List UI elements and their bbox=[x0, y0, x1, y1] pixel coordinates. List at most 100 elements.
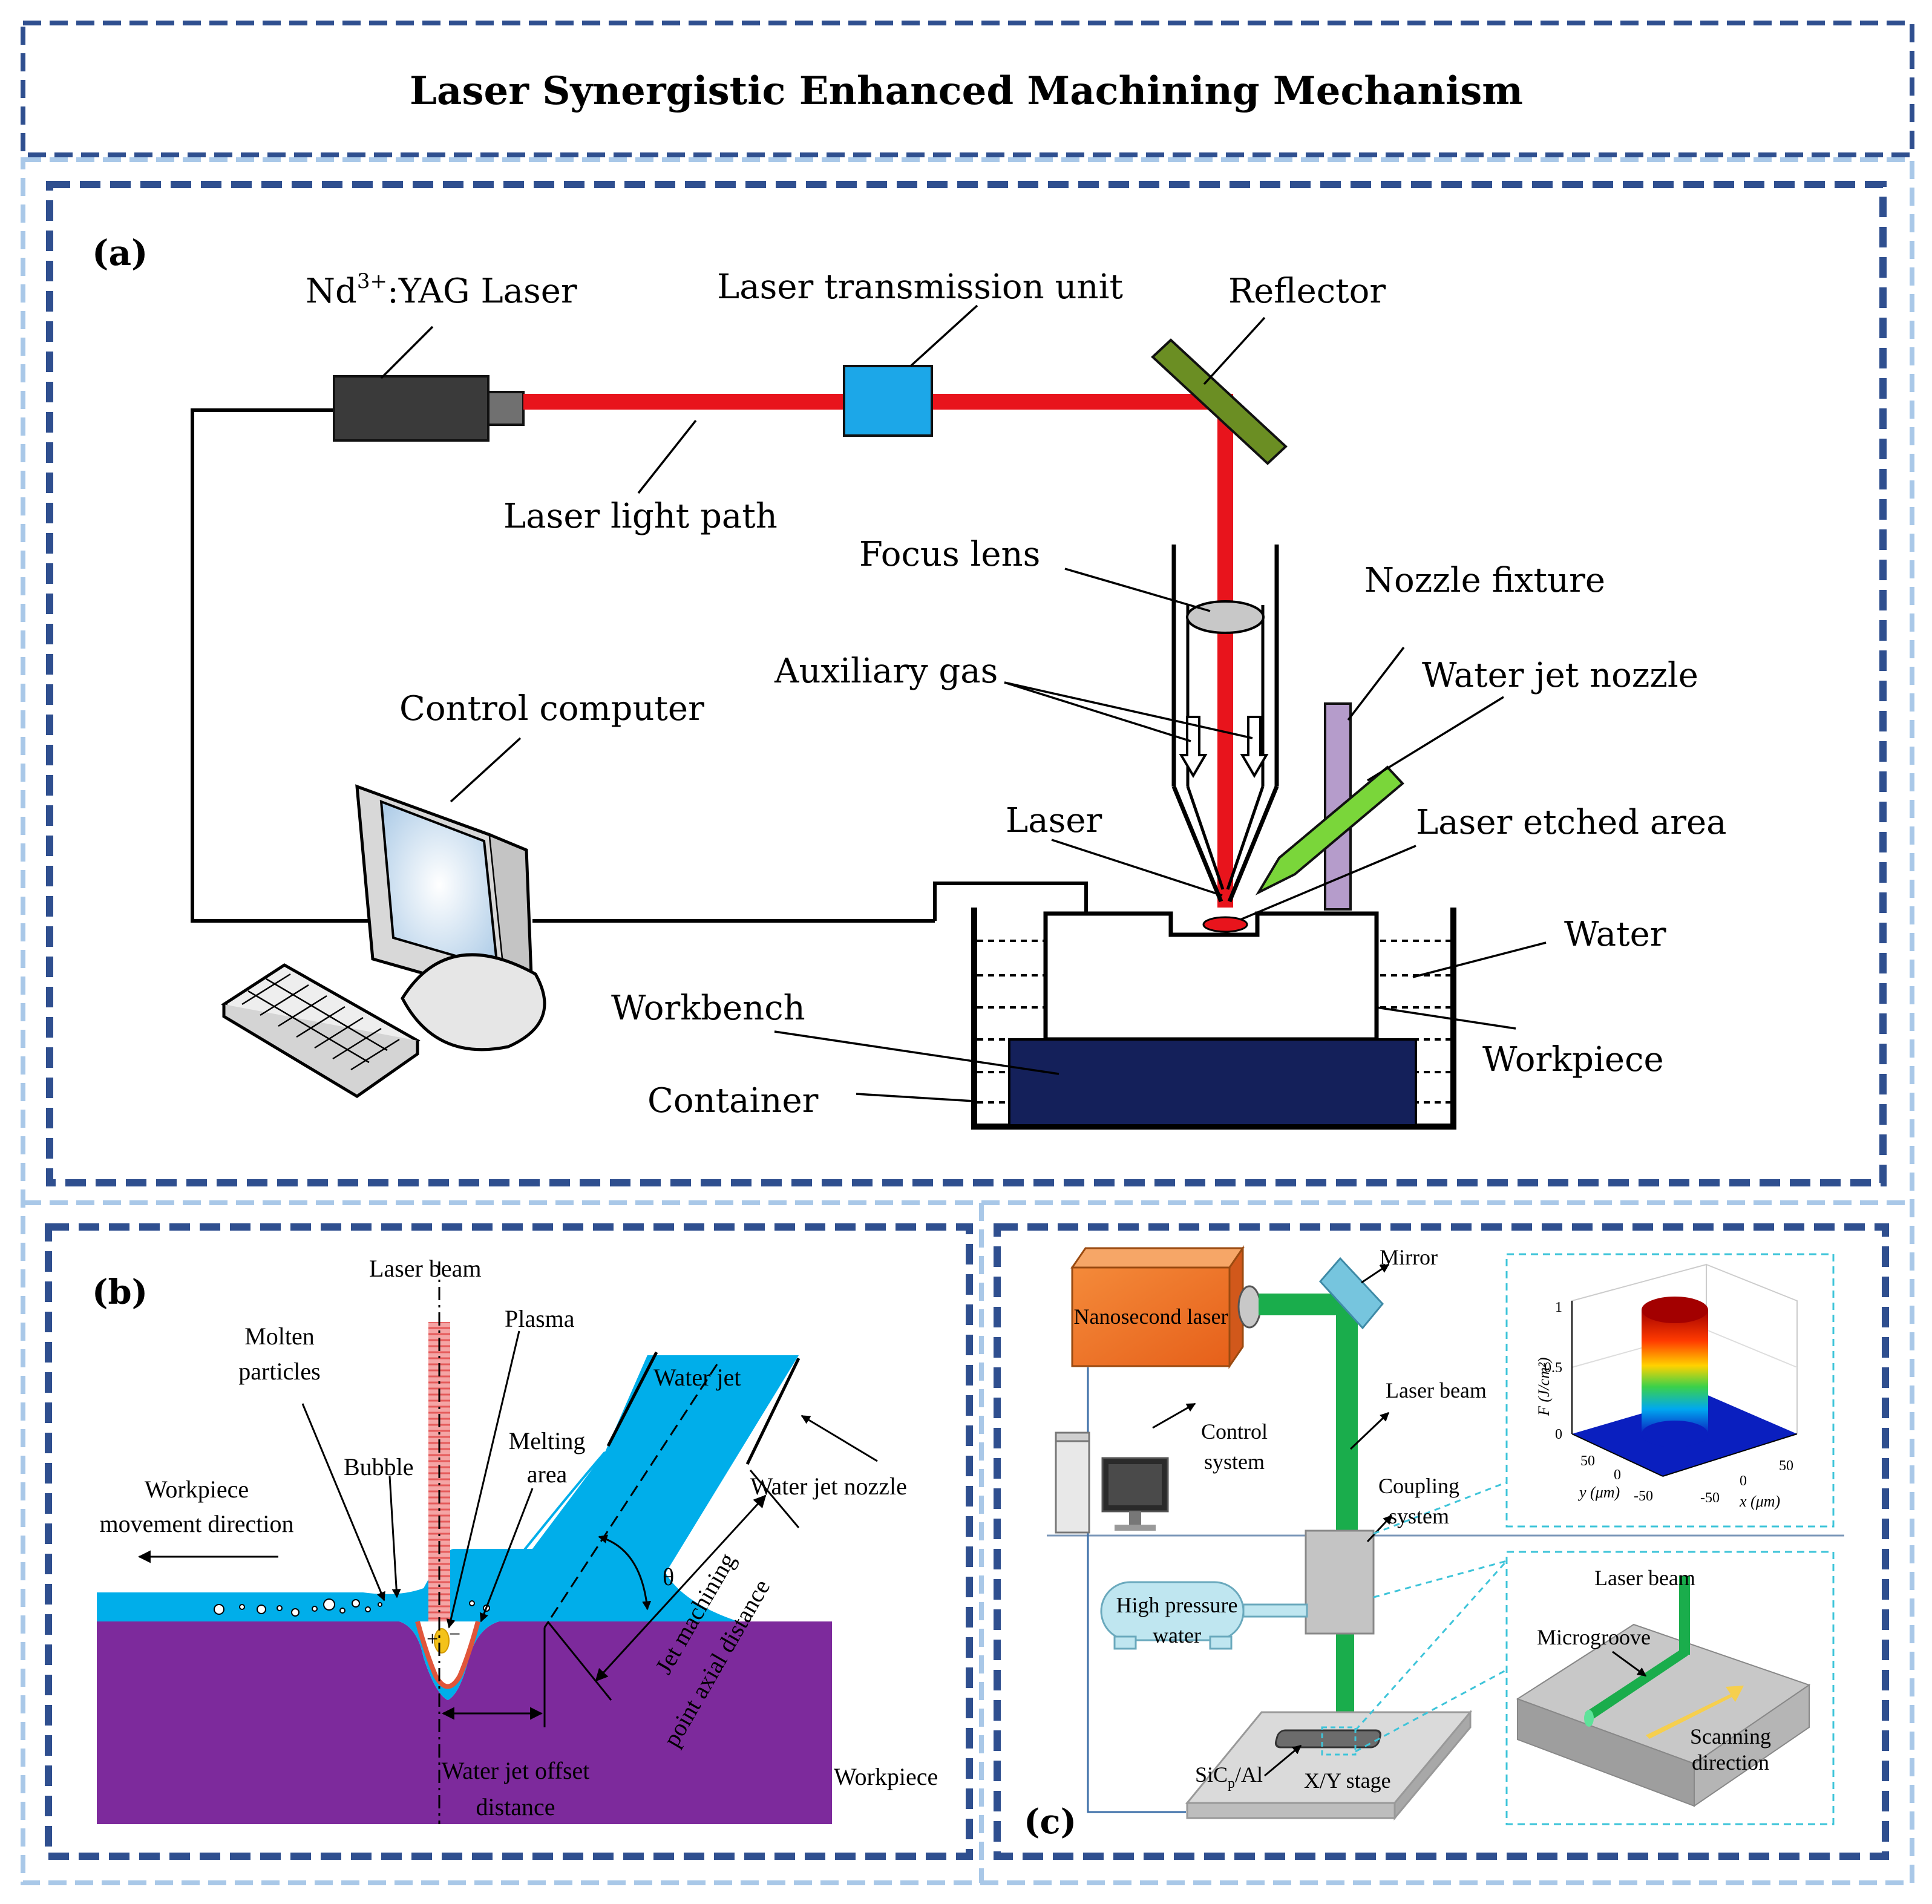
panel-b-frame bbox=[45, 1223, 973, 1860]
auxiliary-gas-arrows bbox=[1179, 716, 1269, 778]
plasma-signs: + − bbox=[427, 1623, 460, 1650]
b-melting-label-1: Melting bbox=[509, 1427, 586, 1454]
yag-laser-label-sup: 3+ bbox=[357, 269, 387, 293]
panel-c-frame bbox=[994, 1223, 1889, 1860]
b-melting-label-2: area bbox=[527, 1461, 568, 1488]
title-frame bbox=[21, 21, 1914, 157]
microgroove-leaders bbox=[1612, 1650, 1647, 1677]
laser-etched-area-label: Laser etched area bbox=[1416, 803, 1727, 842]
water-jet-nozzle-label: Water jet nozzle bbox=[1422, 656, 1698, 695]
auxiliary-gas-label: Auxiliary gas bbox=[774, 652, 998, 691]
b-offset-label-1: Water jet offset bbox=[442, 1757, 590, 1784]
outer-light-frame bbox=[21, 157, 1914, 1885]
b-nozzle-label: Water jet nozzle bbox=[750, 1473, 907, 1500]
transmission-unit-box bbox=[843, 365, 933, 437]
b-movement-label-2: movement direction bbox=[99, 1510, 293, 1537]
inset-connectors bbox=[1354, 1481, 1508, 1753]
c-coupling-label-1: Coupling bbox=[1378, 1474, 1459, 1498]
plot-x-label: x (μm) bbox=[1739, 1493, 1780, 1510]
laser-label: Laser bbox=[1006, 801, 1102, 840]
b-water-jet-label: Water jet bbox=[653, 1364, 741, 1391]
water-label: Water bbox=[1564, 915, 1666, 954]
svg-text:+: + bbox=[427, 1628, 438, 1650]
plot-z-tick-05: 0.5 bbox=[1544, 1360, 1562, 1376]
c-high-pressure-label-1: High pressure bbox=[1116, 1593, 1238, 1617]
jet-axis bbox=[543, 1364, 718, 1628]
workpiece-label: Workpiece bbox=[1482, 1040, 1664, 1079]
control-computer-label: Control computer bbox=[399, 689, 704, 728]
plot-x-tick-m50: -50 bbox=[1700, 1490, 1720, 1506]
nozzle-fixture-label: Nozzle fixture bbox=[1364, 561, 1605, 600]
workbench-block bbox=[1008, 1038, 1417, 1127]
b-laser-beam-label: Laser beam bbox=[369, 1255, 481, 1282]
plot-y-tick-0: 0 bbox=[1614, 1467, 1621, 1483]
panel-c-tag: (c) bbox=[1024, 1802, 1076, 1842]
b-movement-label-1: Workpiece bbox=[145, 1476, 249, 1503]
c-sicp-suffix: /Al bbox=[1235, 1762, 1263, 1787]
laser-beam-column bbox=[428, 1261, 450, 1824]
c-scanning-label-1: Scanning bbox=[1690, 1724, 1771, 1749]
c-control-label-2: system bbox=[1204, 1450, 1265, 1474]
plot-x-tick-50: 50 bbox=[1779, 1458, 1793, 1474]
panel-a-frame bbox=[46, 181, 1887, 1186]
water-jet-nozzle bbox=[1255, 765, 1404, 895]
plot-y-tick-m50: -50 bbox=[1634, 1488, 1653, 1504]
b-molten-label-2: particles bbox=[238, 1358, 321, 1385]
container-label: Container bbox=[647, 1081, 819, 1120]
c-control-computer bbox=[1055, 1431, 1169, 1534]
c-scanning-label-2: direction bbox=[1692, 1750, 1769, 1775]
b-theta-label: θ bbox=[663, 1563, 674, 1591]
light-path-label: Laser light path bbox=[503, 497, 778, 536]
plot-z-tick-1: 1 bbox=[1555, 1300, 1562, 1315]
high-pressure-water-tank bbox=[1100, 1581, 1308, 1650]
plot-y-tick-50: 50 bbox=[1580, 1453, 1595, 1469]
panel-c-leaders bbox=[1152, 1263, 1393, 1777]
c-sicp-prefix: SiC bbox=[1195, 1762, 1228, 1787]
svg-text:−: − bbox=[449, 1623, 460, 1646]
c-control-label-1: Control bbox=[1201, 1419, 1268, 1444]
nanosecond-laser-box bbox=[1070, 1245, 1262, 1369]
water-jet-nozzle-walls bbox=[606, 1351, 801, 1465]
offset-dimension bbox=[441, 1628, 546, 1727]
focus-lens-label: Focus lens bbox=[859, 535, 1040, 574]
workbench-label: Workbench bbox=[611, 989, 805, 1028]
yag-laser-label-suffix: :YAG Laser bbox=[387, 272, 577, 311]
microgroove-block bbox=[1516, 1576, 1811, 1807]
transmission-unit-label: Laser transmission unit bbox=[717, 267, 1124, 307]
laser-etched-spot bbox=[1202, 916, 1248, 933]
c-mirror bbox=[1318, 1257, 1384, 1330]
yag-laser-label-prefix: Nd bbox=[306, 272, 357, 311]
plot-x-tick-0: 0 bbox=[1740, 1473, 1747, 1489]
figure-title: Laser Synergistic Enhanced Machining Mec… bbox=[410, 68, 1523, 114]
plot-z-tick-0: 0 bbox=[1555, 1427, 1562, 1442]
panel-a-tag: (a) bbox=[92, 232, 148, 273]
control-computer-icon bbox=[221, 784, 546, 1098]
yag-laser-label: Nd3+:YAG Laser bbox=[306, 269, 577, 311]
reflector-mirror bbox=[1151, 338, 1288, 465]
focus-lens bbox=[1186, 600, 1265, 634]
yag-laser-head bbox=[333, 375, 525, 442]
reflector-label: Reflector bbox=[1228, 272, 1386, 311]
b-molten-label-1: Molten bbox=[244, 1323, 315, 1350]
c-microgroove-label: Microgroove bbox=[1537, 1625, 1651, 1649]
fluence-plot bbox=[1571, 1263, 1798, 1477]
workpiece-block bbox=[1043, 911, 1379, 1042]
c-xy-stage-label: X/Y stage bbox=[1304, 1768, 1391, 1793]
axial-dimension bbox=[546, 1470, 800, 1701]
panel-b-leaders bbox=[301, 1330, 878, 1629]
plot-y-label: y (μm) bbox=[1577, 1484, 1620, 1501]
b-workpiece-label: Workpiece bbox=[834, 1763, 938, 1790]
b-plasma-label: Plasma bbox=[505, 1305, 575, 1332]
panel-b-tag: (b) bbox=[92, 1272, 148, 1312]
c-sicp-label: SiCp/Al bbox=[1195, 1762, 1263, 1791]
c-coupling-label-2: system bbox=[1389, 1504, 1449, 1528]
panel-a-leaders bbox=[380, 304, 1547, 1102]
plot-z-label: F (J/cm²) bbox=[1535, 1357, 1553, 1416]
b-offset-label-2: distance bbox=[476, 1793, 555, 1821]
c-laser-beam-label: Laser beam bbox=[1386, 1378, 1487, 1402]
xy-stage bbox=[1185, 1709, 1473, 1821]
c-high-pressure-label-2: water bbox=[1153, 1623, 1201, 1647]
coupling-system-box bbox=[1305, 1529, 1375, 1635]
c-inset-laser-beam-label: Laser beam bbox=[1594, 1566, 1695, 1590]
